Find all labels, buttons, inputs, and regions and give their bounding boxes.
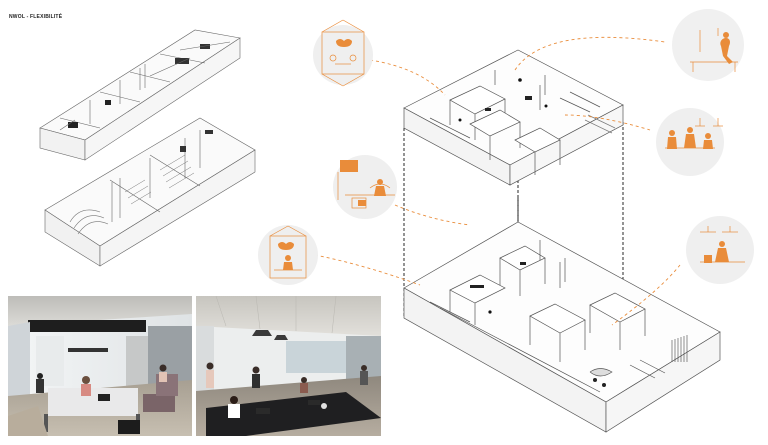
page-title: NWOL - FLEXIBILITÉ (9, 14, 63, 20)
vignette-booth (258, 225, 318, 285)
vignette-desk-person (672, 9, 744, 81)
vignette-standing-desk (686, 216, 754, 284)
small-axonometric-lower (44, 117, 256, 267)
callout-lines (314, 36, 681, 326)
vignette-group-table (656, 108, 724, 176)
office-photo-left (8, 296, 192, 436)
vignette-lounge (333, 155, 397, 219)
axonometric-upper-floor (403, 49, 624, 186)
vignette-meeting-box (313, 19, 373, 87)
axonometric-lower-floor (403, 221, 721, 433)
small-axonometric-upper (39, 29, 241, 161)
office-photo-right (196, 296, 381, 436)
